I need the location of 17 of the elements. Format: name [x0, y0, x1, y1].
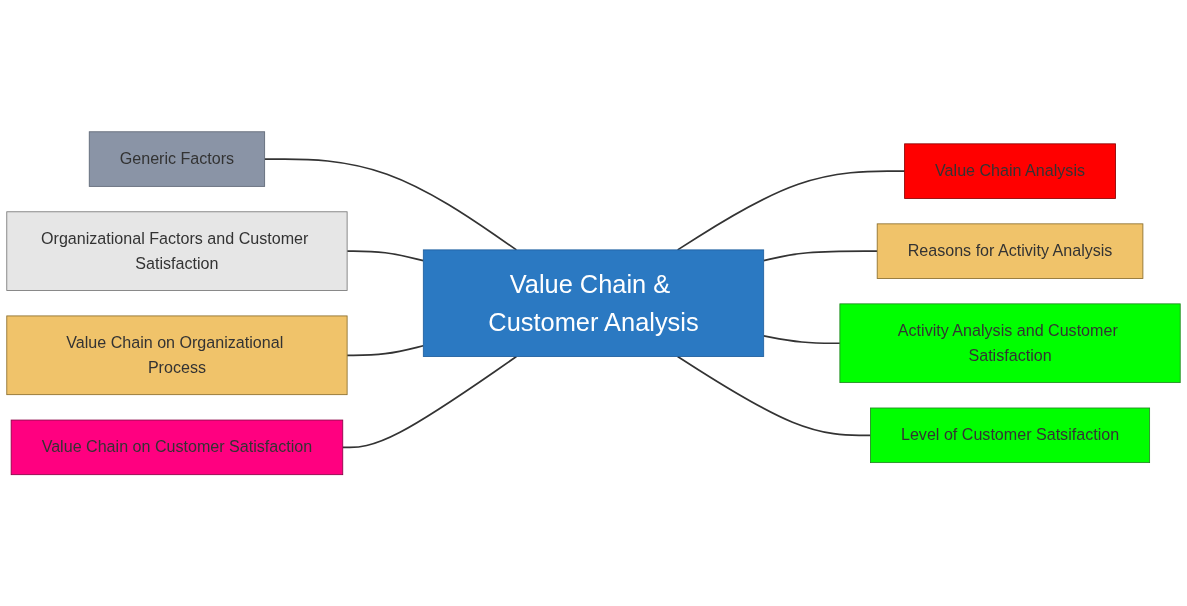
connector — [263, 158, 518, 251]
connector — [346, 344, 425, 356]
connector — [676, 355, 872, 436]
connector — [341, 355, 518, 448]
node-box: Value Chain on Customer Satisfaction — [10, 419, 344, 475]
connector — [676, 170, 906, 251]
node-box: Value Chain & Customer Analysis — [422, 249, 765, 357]
node-box: Level of Customer Satsifaction — [870, 407, 1151, 463]
node-box: Generic Factors — [88, 131, 266, 187]
node-box: Activity Analysis and Customer Satisfaction — [839, 303, 1181, 383]
connector — [762, 250, 879, 262]
node-box: Organizational Factors and Customer Satisfaction — [6, 211, 348, 291]
connector — [762, 334, 841, 344]
connector — [346, 250, 425, 262]
node-box: Value Chain Analysis — [904, 143, 1116, 199]
node-box: Reasons for Activity Analysis — [876, 223, 1144, 279]
node-box: Value Chain on Organizational Process — [6, 315, 348, 395]
